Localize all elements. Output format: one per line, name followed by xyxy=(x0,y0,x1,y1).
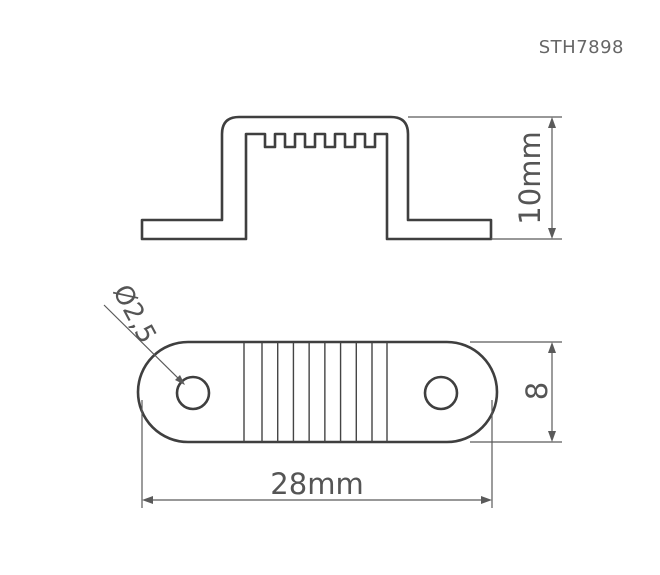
top-view xyxy=(136,340,499,444)
leader-line xyxy=(103,304,185,385)
clip-profile xyxy=(140,115,493,241)
width-label: 8 xyxy=(520,382,554,400)
arrow-left xyxy=(142,496,153,504)
clip-outline xyxy=(136,340,499,444)
height-label: 10mm xyxy=(513,131,547,224)
mounting-hole-right xyxy=(423,375,459,411)
hole-diameter-label: Ø2,5 xyxy=(106,280,162,349)
arrow-down xyxy=(548,228,556,239)
arrow-right xyxy=(481,496,492,504)
rib-group xyxy=(261,342,373,442)
arrow-width-up xyxy=(548,342,556,353)
length-dimension: 28mm xyxy=(141,400,493,508)
leader-arrow xyxy=(175,375,185,385)
width-dimension: 8 xyxy=(470,341,562,443)
arrow-width-down xyxy=(548,431,556,442)
side-view xyxy=(140,115,493,241)
product-code: STH7898 xyxy=(539,37,624,58)
length-label: 28mm xyxy=(270,467,363,501)
height-dimension: 10mm xyxy=(408,116,562,240)
arrow-up xyxy=(548,117,556,128)
